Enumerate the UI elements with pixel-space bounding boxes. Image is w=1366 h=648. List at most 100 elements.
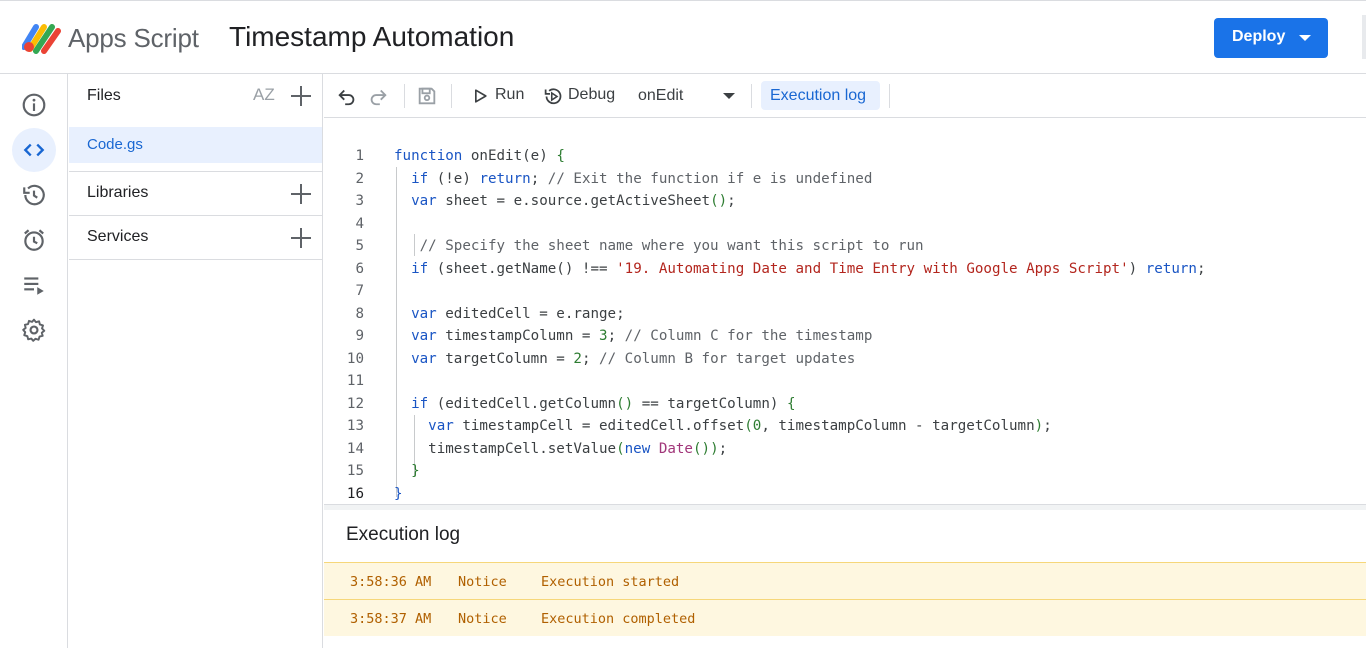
add-library-icon[interactable] [290,183,312,205]
indent-guide [414,234,415,256]
code-icon [23,143,45,157]
history-button[interactable] [12,173,56,217]
settings-button[interactable] [12,308,56,352]
function-select-value: onEdit [638,87,684,104]
sort-az-icon[interactable]: AZ [253,85,275,104]
indent-guide [414,415,415,477]
indent-guide [396,167,397,497]
line-number: 4 [355,215,364,232]
execution-log-button[interactable]: Execution log [761,81,880,110]
executions-button[interactable] [12,263,56,307]
code-line: 14 timestampCell.setValue(new Date()); [324,441,1366,464]
deploy-button-label: Deploy [1232,28,1286,45]
save-icon[interactable] [416,85,438,107]
alarm-icon [24,229,44,251]
code-line: 11 [324,373,1366,396]
line-number: 10 [346,350,364,367]
code-text: } [394,485,403,502]
code-text: if (sheet.getName() !== '19. Automating … [411,260,1206,277]
history-icon [23,184,45,206]
services-label: Services [87,228,149,245]
code-text: var timestampCell = editedCell.offset(0,… [428,418,1052,434]
chevron-down-icon [1299,35,1311,41]
add-service-icon[interactable] [290,227,312,249]
line-number: 9 [355,328,364,344]
log-level: Notice [458,574,507,590]
log-entry: 3:58:36 AM Notice Execution started [324,562,1366,599]
code-line: 7 [324,283,1366,306]
line-number: 11 [346,373,364,389]
execution-log-label: Execution log [770,87,867,104]
code-line: 1 function onEdit(e) { [324,148,1366,171]
code-text: if (editedCell.getColumn() == targetColu… [411,395,796,412]
code-line: 12 if (editedCell.getColumn() == targetC… [324,396,1366,419]
code-text: var editedCell = e.range; [411,305,625,322]
log-time: 3:58:36 AM [350,574,432,590]
line-number: 1 [355,148,364,164]
code-line: 9 var timestampColumn = 3; // Column C f… [324,328,1366,351]
line-number: 5 [355,238,364,254]
toolbar-separator [751,84,752,108]
code-line: 5 // Specify the sheet name where you wa… [324,238,1366,261]
app-name[interactable]: Apps Script [68,23,199,53]
side-rail [0,74,68,648]
code-line: 2 if (!e) return; // Exit the function i… [324,171,1366,194]
editor-toolbar: Run Debug onEdit Execution log [324,74,1366,118]
log-message: Execution started [541,574,680,590]
play-icon [475,89,487,103]
code-line: 10 var targetColumn = 2; // Column B for… [324,351,1366,374]
line-number: 16 [346,485,364,502]
line-number: 6 [355,260,364,277]
libraries-section[interactable]: Libraries [69,171,323,215]
code-line: 8 var editedCell = e.range; [324,306,1366,329]
line-number: 14 [346,440,364,457]
line-number: 15 [346,463,364,479]
log-resize-handle[interactable] [324,504,1366,510]
code-line: 15 } [324,463,1366,486]
line-number: 12 [346,395,364,412]
log-time: 3:58:37 AM [350,611,432,627]
log-message: Execution completed [541,611,696,627]
undo-icon[interactable] [336,85,358,107]
toolbar-separator [451,84,452,108]
code-line: 16} [324,486,1366,509]
code-text: var targetColumn = 2; // Column B for ta… [411,350,856,367]
file-item-code-gs[interactable]: Code.gs [69,127,322,163]
toolbar-separator [889,84,890,108]
chevron-down-icon [723,93,735,99]
code-text: function onEdit(e) { [394,148,565,164]
execution-log-panel: Execution log 3:58:36 AM Notice Executio… [324,510,1366,648]
line-number: 13 [346,418,364,434]
log-entry: 3:58:37 AM Notice Execution completed [324,599,1366,636]
project-title[interactable]: Timestamp Automation [229,21,515,52]
line-number: 2 [355,170,364,187]
code-line: 13 var timestampCell = editedCell.offset… [324,418,1366,441]
deploy-button[interactable]: Deploy [1214,18,1328,58]
services-section[interactable]: Services [69,215,323,259]
top-bar: Apps Script Timestamp Automation Deploy [0,0,1366,74]
line-number: 3 [355,193,364,209]
overview-button[interactable] [12,83,56,127]
add-file-icon[interactable] [290,85,312,107]
code-line: 3 var sheet = e.source.getActiveSheet(); [324,193,1366,216]
debug-label: Debug [568,86,616,103]
execution-log-title: Execution log [346,524,461,545]
code-text: // Specify the sheet name where you want… [419,238,924,254]
code-text: } [411,463,420,479]
scroll-edge [1362,15,1366,59]
libraries-label: Libraries [87,184,149,201]
code-editor[interactable]: 1 function onEdit(e) { 2 if (!e) return; … [324,119,1366,505]
apps-script-logo[interactable] [22,21,62,55]
debug-icon [544,88,562,105]
files-header: Files AZ [69,74,323,118]
redo-icon[interactable] [367,85,389,107]
editor-button[interactable] [12,128,56,172]
line-number: 7 [355,283,364,299]
triggers-button[interactable] [12,218,56,262]
file-name: Code.gs [87,136,143,153]
line-number: 8 [355,305,364,322]
run-label: Run [495,86,525,103]
divider [69,259,323,260]
info-icon [22,93,46,117]
code-line: 4 [324,216,1366,239]
